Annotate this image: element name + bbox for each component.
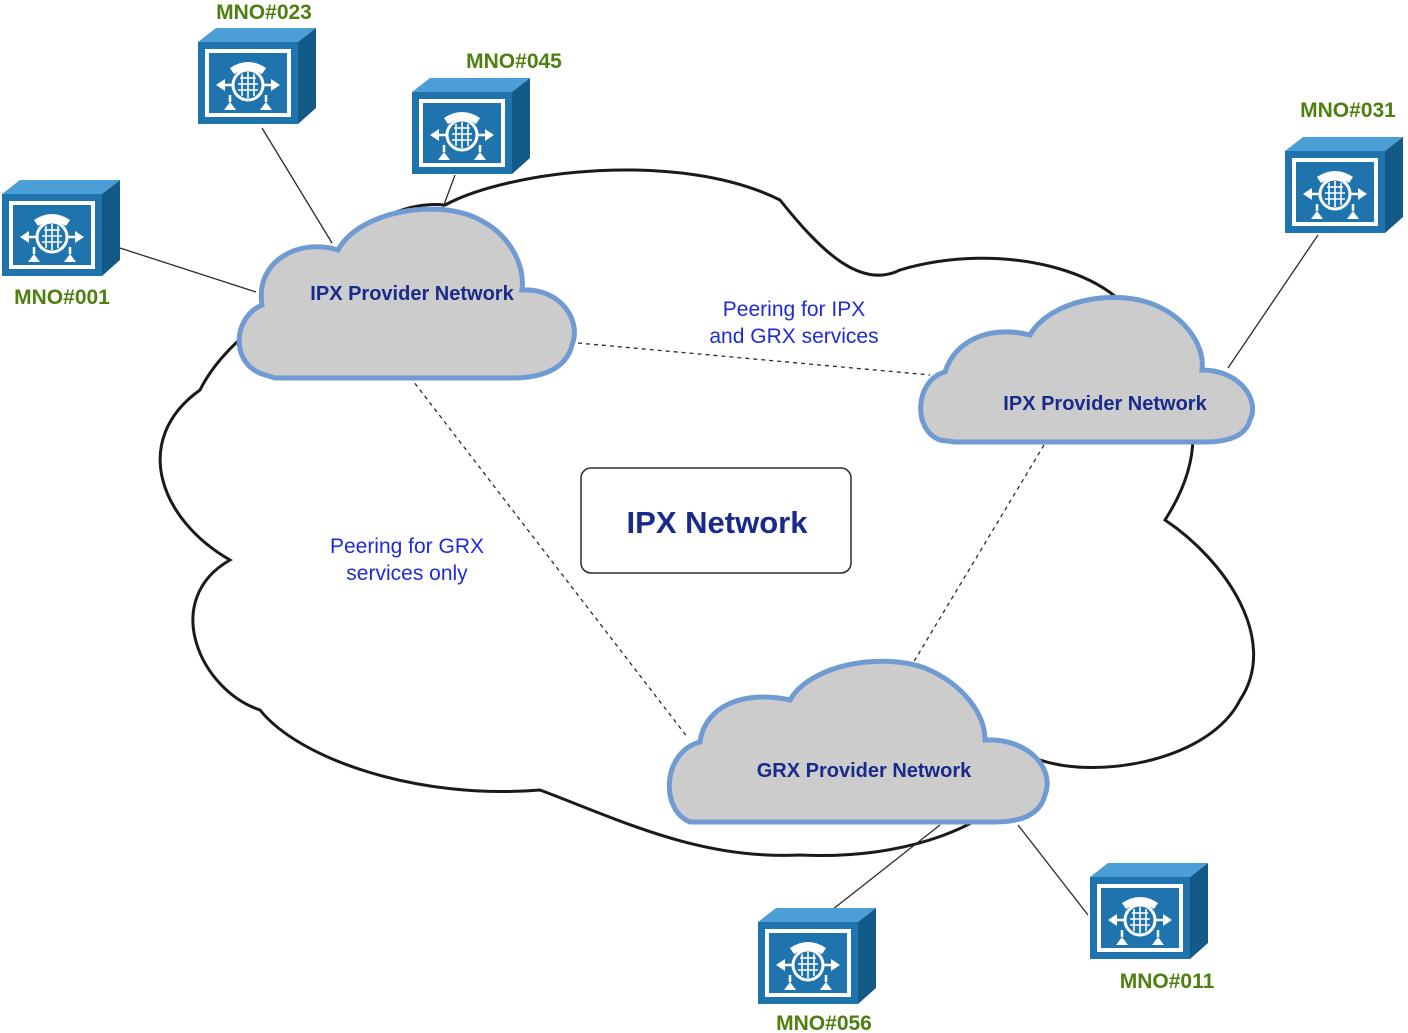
router-icon-mno056 — [756, 906, 878, 1006]
link-mno056 — [822, 824, 941, 918]
mno-label-011: MNO#011 — [1120, 970, 1215, 993]
router-icon-mno031 — [1283, 135, 1405, 235]
router-icon-mno045 — [410, 76, 532, 176]
peering-line-ipx-ipx — [577, 342, 931, 376]
ipx-provider-cloud-right — [918, 294, 1255, 445]
router-icon-mno011 — [1088, 861, 1210, 961]
mno-label-031: MNO#031 — [1300, 99, 1396, 122]
ipx-network-title: IPX Network — [627, 505, 809, 540]
mno-label-056: MNO#056 — [776, 1012, 872, 1033]
grx-provider-label: GRX Provider Network — [757, 760, 972, 782]
mno-label-045: MNO#045 — [466, 50, 562, 73]
ipx-provider-cloud-left — [236, 206, 577, 381]
link-mno045 — [441, 174, 456, 211]
link-mno001 — [119, 247, 257, 293]
mno-label-023: MNO#023 — [216, 1, 312, 24]
peering-line-ipx-grx — [409, 376, 689, 739]
router-icon-mno001 — [0, 178, 122, 278]
ipx-provider-label-left: IPX Provider Network — [310, 283, 514, 305]
ipx-provider-label-right: IPX Provider Network — [1003, 393, 1207, 415]
grx-provider-cloud — [666, 658, 1050, 825]
router-icon-mno023 — [196, 26, 318, 126]
peering-grx-only-label-2: services only — [346, 562, 468, 585]
peering-grx-only-label-1: Peering for GRX — [330, 535, 484, 558]
link-mno031 — [1227, 234, 1319, 369]
peering-ipx-grx-label-1: Peering for IPX — [723, 298, 865, 321]
ipx-network-title-box — [580, 467, 852, 574]
mno-label-001: MNO#001 — [14, 286, 110, 309]
link-mno023 — [261, 127, 333, 244]
peering-ipx-grx-label-2: and GRX services — [709, 325, 878, 348]
peering-line-ipx-grx-right — [909, 444, 1045, 669]
link-mno011 — [1017, 824, 1089, 916]
